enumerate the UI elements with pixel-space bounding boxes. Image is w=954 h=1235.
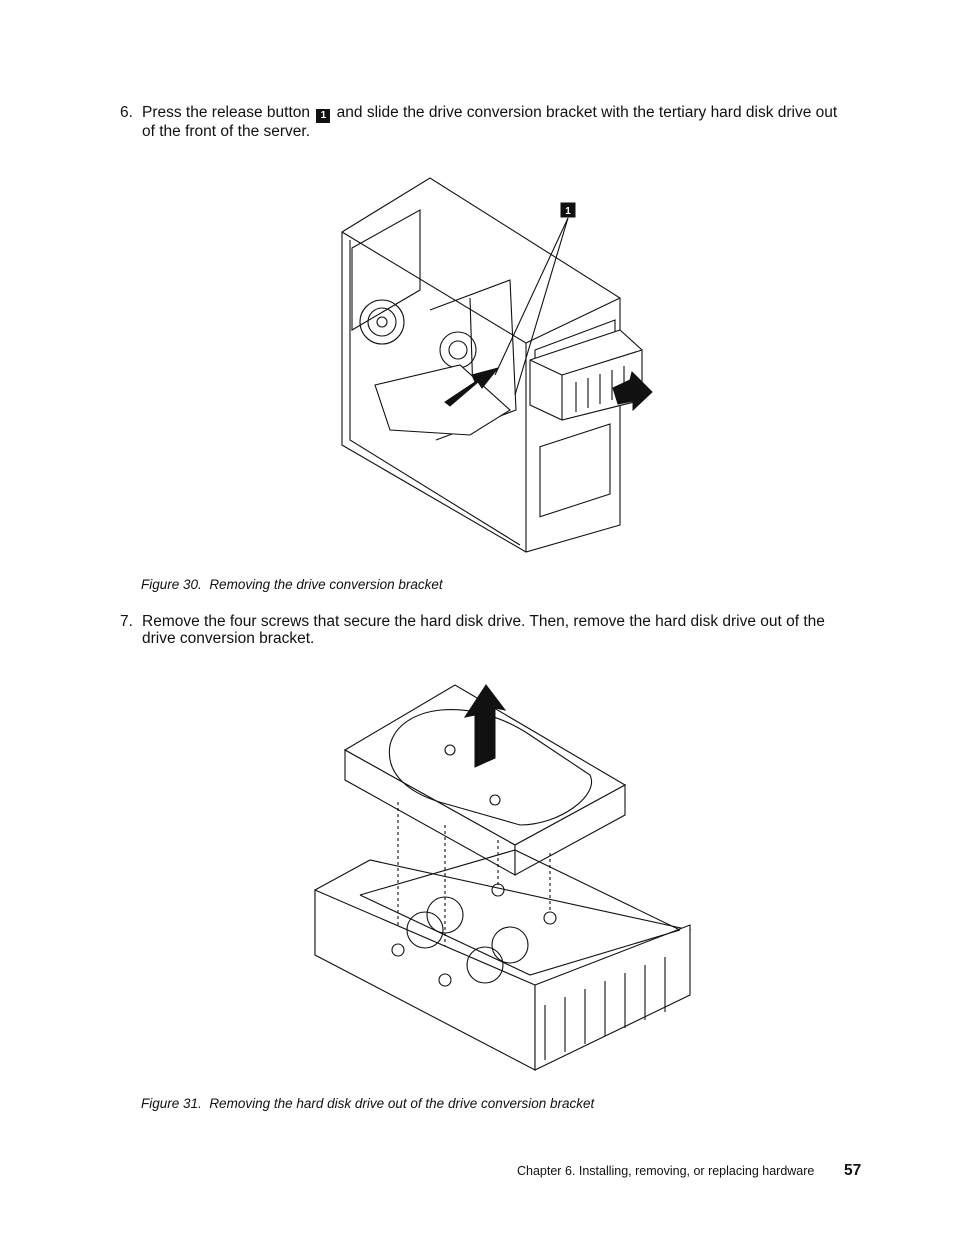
slide-out-arrow bbox=[612, 371, 653, 412]
step-7-number: 7. bbox=[120, 613, 133, 630]
step-6-text: Press the release button 1 and slide the… bbox=[142, 104, 840, 140]
figure-30-caption: Figure 30. Removing the drive conversion… bbox=[141, 577, 443, 592]
figure-30-caption-text: Removing the drive conversion bracket bbox=[209, 577, 443, 592]
figure-30-callout: 1 bbox=[565, 206, 571, 217]
lift-arrow bbox=[463, 684, 507, 768]
step-6-callout: 1 bbox=[316, 109, 331, 123]
figure-31-caption-label: Figure 31. bbox=[141, 1096, 202, 1111]
step-6-number: 6. bbox=[120, 104, 133, 121]
figure-30-caption-label: Figure 30. bbox=[141, 577, 202, 592]
step-7: 7. Remove the four screws that secure th… bbox=[120, 613, 840, 647]
push-arrow bbox=[444, 367, 500, 407]
bracket-grille bbox=[544, 957, 666, 1060]
figure-31-caption: Figure 31. Removing the hard disk drive … bbox=[141, 1096, 594, 1111]
step-6-text-before: Press the release button bbox=[142, 104, 311, 121]
front-grille bbox=[539, 423, 611, 518]
figure-30-illustration: 1 bbox=[341, 177, 653, 553]
step-6-text-after: and slide the drive conversion bracket w… bbox=[142, 104, 838, 140]
figure-31-caption-text: Removing the hard disk drive out of the … bbox=[209, 1096, 595, 1111]
figure-31-illustration bbox=[314, 684, 692, 1071]
step-7-text: Remove the four screws that secure the h… bbox=[142, 613, 825, 647]
page-number: 57 bbox=[844, 1162, 862, 1179]
footer-chapter: Chapter 6. Installing, removing, or repl… bbox=[517, 1164, 815, 1178]
step-6: 6. Press the release button 1 and slide … bbox=[120, 104, 840, 140]
